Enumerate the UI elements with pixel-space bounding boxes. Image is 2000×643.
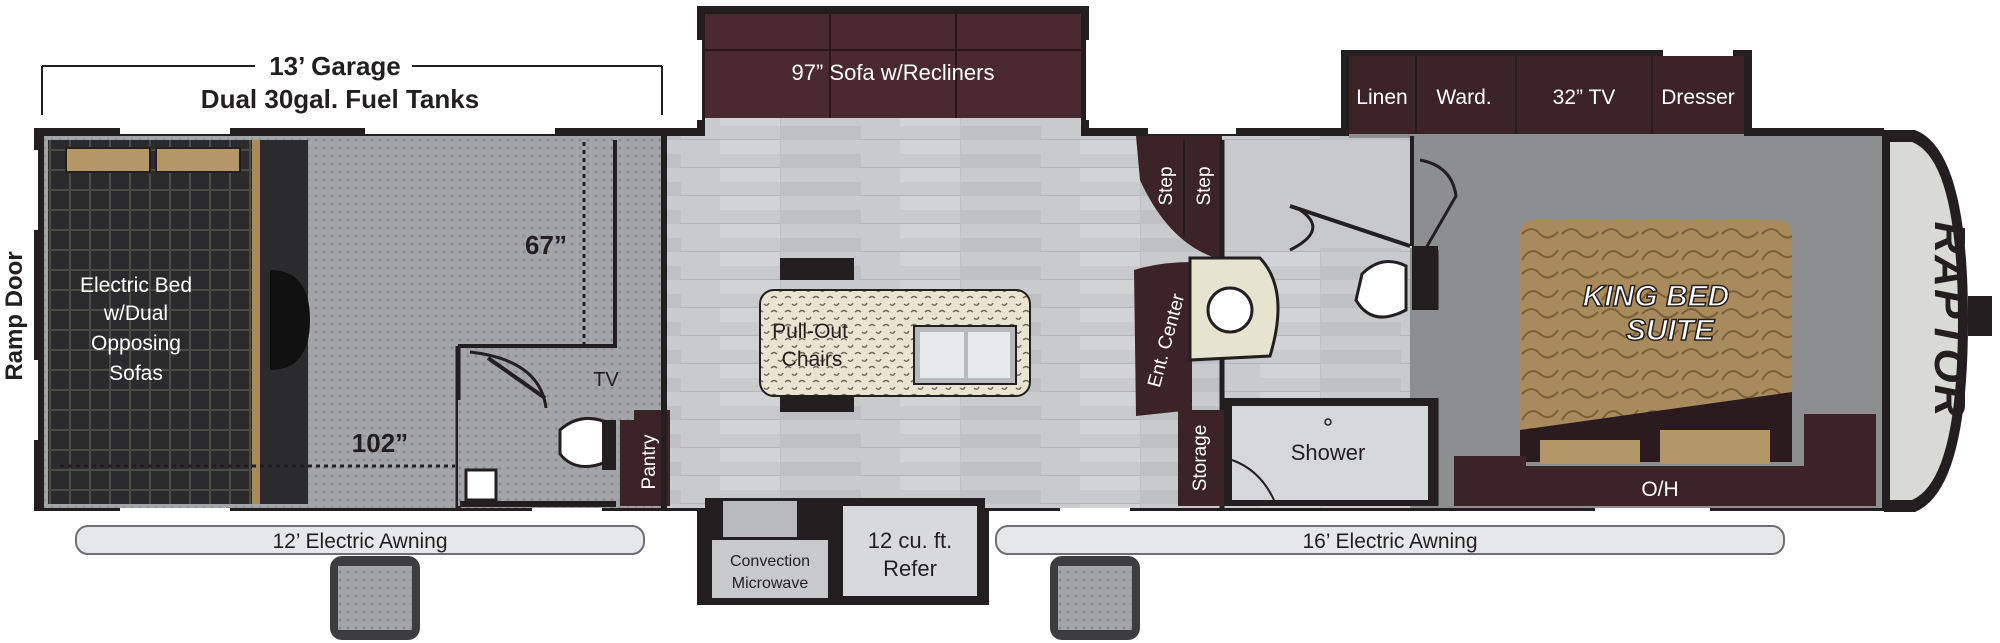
king-bed-line-2: SUITE	[1626, 314, 1715, 347]
brand-logo: RAPTOR	[1925, 222, 1974, 419]
pantry-label: Pantry	[639, 434, 660, 489]
dim-102-label: 102”	[352, 428, 408, 458]
garage-label: 13’ Garage	[269, 51, 401, 81]
ent-center: Ent. Center	[1134, 262, 1192, 416]
garage-dimension: 13’ Garage Dual 30gal. Fuel Tanks	[41, 51, 663, 115]
electric-bed-line-2: w/Dual	[103, 302, 168, 325]
king-bed-line-1: KING BED	[1583, 280, 1730, 313]
garage-dimension-lines: 67” 102”	[60, 142, 586, 468]
awning-12-label: 12’ Electric Awning	[272, 530, 447, 553]
kitchen-island: Pull-Out Chairs	[759, 258, 1031, 412]
garage-bath: TV	[455, 140, 619, 508]
king-bed: KING BED SUITE O/H	[1454, 220, 1876, 506]
tv-32-label: 32” TV	[1553, 86, 1616, 109]
dresser-label: Dresser	[1661, 86, 1735, 109]
awnings: 12’ Electric Awning 16’ Electric Awning	[75, 525, 1785, 555]
pantry: Pantry	[620, 410, 670, 506]
refer-line-2: Refer	[883, 556, 937, 581]
ward-label: Ward.	[1436, 86, 1491, 109]
convection-microwave-line-1: Convection	[730, 553, 810, 570]
electric-bed-line-4: Sofas	[109, 362, 163, 385]
electric-bed: Electric Bed w/Dual Opposing Sofas	[48, 140, 310, 504]
wheels	[330, 556, 1140, 640]
windows	[32, 40, 1733, 516]
kitchen-appliances: Convection Microwave 12 cu. ft. Refer	[705, 498, 985, 602]
shower-label: Shower	[1291, 440, 1366, 465]
steps: Step Step	[1136, 136, 1222, 260]
oh-label: O/H	[1641, 478, 1678, 501]
bedroom-door	[1410, 136, 1458, 506]
pull-out-chairs-line-2: Chairs	[782, 348, 843, 371]
linen-label: Linen	[1356, 86, 1407, 109]
awning-16-label: 16’ Electric Awning	[1302, 530, 1477, 553]
fuel-tanks-label: Dual 30gal. Fuel Tanks	[201, 84, 479, 114]
storage-shower: Storage Shower	[1178, 398, 1436, 506]
refer-line-1: 12 cu. ft.	[868, 528, 952, 553]
ramp-door-label: Ramp Door	[1, 251, 28, 380]
storage-label: Storage	[1190, 425, 1211, 492]
convection-microwave-line-2: Microwave	[732, 575, 809, 592]
electric-bed-line-3: Opposing	[91, 332, 181, 355]
nose-cap	[1890, 142, 1958, 500]
electric-bed-line-1: Electric Bed	[80, 274, 192, 297]
step-2-label: Step	[1194, 166, 1215, 205]
pull-out-chairs-line-1: Pull-Out	[772, 320, 848, 343]
sofa: 97” Sofa w/Recliners	[705, 14, 1081, 118]
step-1-label: Step	[1156, 166, 1177, 205]
bathroom	[1188, 140, 1438, 508]
dim-67-label: 67”	[525, 230, 567, 260]
bedroom-slide-cabinets: Linen Ward. 32” TV Dresser	[1349, 48, 1744, 134]
sofa-label: 97” Sofa w/Recliners	[792, 60, 995, 85]
tv-garage-label: TV	[593, 369, 619, 391]
